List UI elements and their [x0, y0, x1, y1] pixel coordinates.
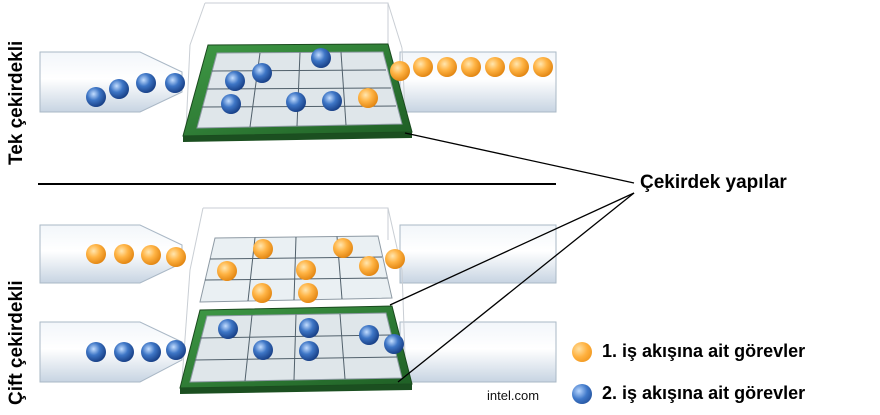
- legend-item-thread-1: 1. iş akışına ait görevler: [572, 341, 805, 362]
- legend-item-thread-2: 2. iş akışına ait görevler: [572, 383, 805, 404]
- task-thread-2: [359, 325, 379, 345]
- orange-dot-icon: [572, 341, 592, 362]
- legend-label: 1. iş akışına ait görevler: [602, 341, 806, 361]
- blue-dot-icon: [572, 383, 592, 404]
- task-thread-2: [109, 79, 129, 99]
- brand-text: intel.com: [487, 388, 540, 403]
- task-thread-2: [166, 340, 186, 360]
- task-thread-1: [114, 244, 134, 264]
- task-thread-1: [358, 88, 378, 108]
- task-thread-2: [299, 341, 319, 361]
- task-thread-1: [298, 283, 318, 303]
- task-thread-1: [217, 261, 237, 281]
- task-thread-2: [141, 342, 161, 362]
- single-input-tube: [39, 51, 183, 113]
- task-thread-2: [86, 342, 106, 362]
- dual-core-incoming-tasks: [86, 244, 186, 362]
- callout-lines: [389, 132, 635, 383]
- single-core-die-tasks: [221, 48, 378, 114]
- task-thread-2: [136, 73, 156, 93]
- task-thread-1: [413, 57, 433, 77]
- task-thread-1: [166, 247, 186, 267]
- dual-output-tube-2: [399, 321, 557, 383]
- task-thread-2: [253, 340, 273, 360]
- single-core-outgoing-tasks: [390, 57, 553, 81]
- task-thread-2: [165, 73, 185, 93]
- task-thread-2: [221, 94, 241, 114]
- task-thread-2: [114, 342, 134, 362]
- task-thread-2: [252, 63, 272, 83]
- task-thread-1: [533, 57, 553, 77]
- core-structures-callout: Çekirdek yapılar: [640, 172, 787, 193]
- task-thread-1: [390, 61, 410, 81]
- task-thread-2: [86, 87, 106, 107]
- task-thread-1: [359, 256, 379, 276]
- task-thread-1: [485, 57, 505, 77]
- dual-input-tube-2: [39, 321, 183, 383]
- task-thread-2: [299, 318, 319, 338]
- task-thread-2: [225, 71, 245, 91]
- legend-label: 2. iş akışına ait görevler: [602, 383, 806, 403]
- task-thread-1: [296, 260, 316, 280]
- task-thread-1: [461, 57, 481, 77]
- task-thread-1: [86, 244, 106, 264]
- task-thread-1: [437, 57, 457, 77]
- task-thread-1: [333, 238, 353, 258]
- task-thread-1: [141, 245, 161, 265]
- single-core-label: Tek çekirdekli: [6, 40, 27, 165]
- single-core-incoming-tasks: [86, 73, 185, 107]
- task-thread-1: [252, 283, 272, 303]
- dual-core-die-tasks: [217, 238, 405, 361]
- single-core-group: [39, 2, 557, 142]
- dual-core-label: Çift çekirdekli: [6, 280, 27, 405]
- dual-core-group: [39, 207, 557, 394]
- task-thread-2: [286, 92, 306, 112]
- task-thread-2: [322, 91, 342, 111]
- task-thread-1: [385, 249, 405, 269]
- task-thread-2: [218, 319, 238, 339]
- task-thread-2: [311, 48, 331, 68]
- task-thread-1: [253, 239, 273, 259]
- task-thread-1: [509, 57, 529, 77]
- task-thread-2: [384, 334, 404, 354]
